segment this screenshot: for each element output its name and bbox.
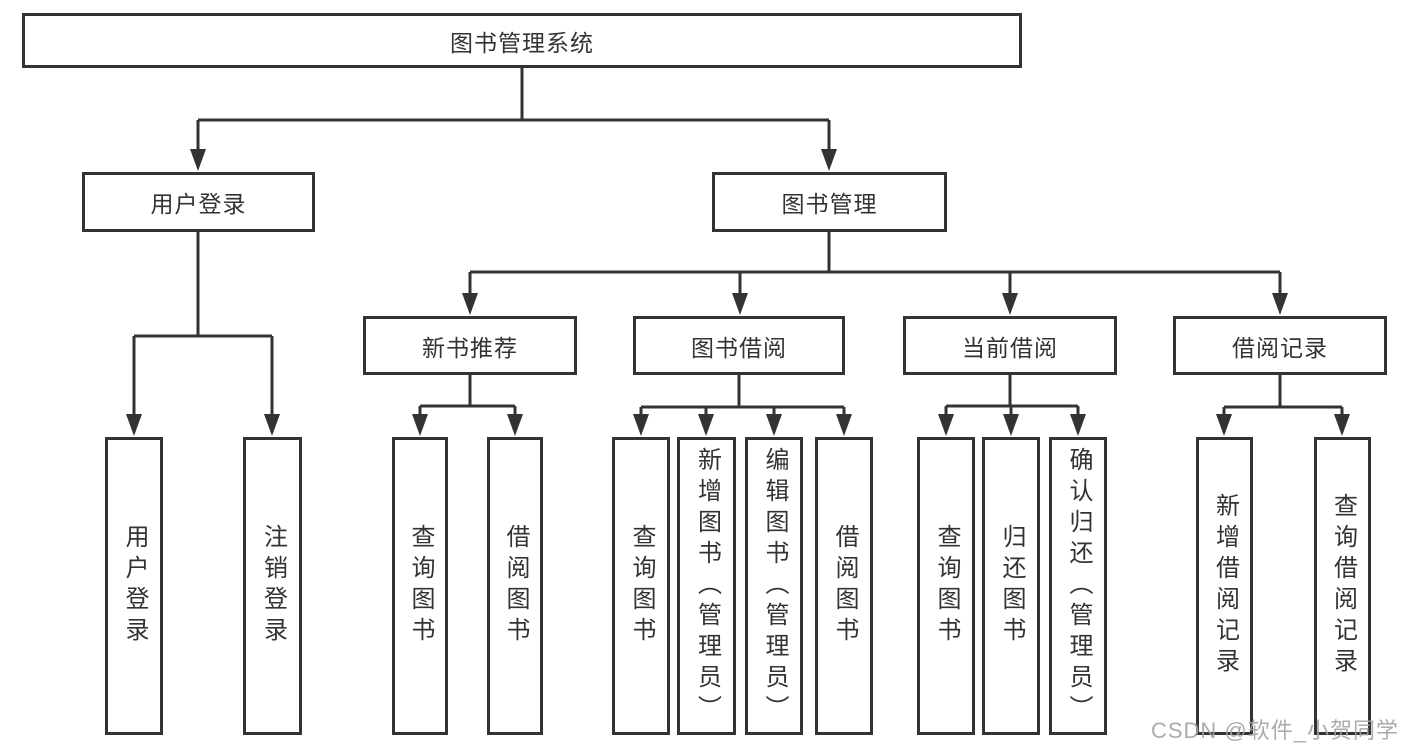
leaf-label: 借阅图书 <box>502 524 529 648</box>
leaf-label: 查询借阅记录 <box>1329 493 1357 679</box>
leaf-label: 新增借阅记录 <box>1211 493 1239 679</box>
leaf-label: 确认归还（管理员） <box>1065 446 1092 726</box>
node-library-management-system: 图书管理系统 <box>22 13 1022 68</box>
node-book-borrowing: 图书借阅 <box>633 316 845 375</box>
node-book-management-branch: 图书管理 <box>712 172 947 232</box>
node-current-borrowing: 当前借阅 <box>903 316 1117 375</box>
leaf-logout: 注销登录 <box>243 437 302 735</box>
leaf-label: 查询图书 <box>933 524 960 648</box>
leaf-query-books-borrowing: 查询图书 <box>612 437 670 735</box>
leaf-label: 查询图书 <box>407 524 434 648</box>
leaf-label: 归还图书 <box>998 524 1025 648</box>
leaf-add-borrow-record: 新增借阅记录 <box>1196 437 1253 735</box>
leaf-query-borrow-record: 查询借阅记录 <box>1314 437 1371 735</box>
leaf-confirm-return-admin: 确认归还（管理员） <box>1049 437 1107 735</box>
node-new-book-recommendation: 新书推荐 <box>363 316 577 375</box>
leaf-edit-books-admin: 编辑图书（管理员） <box>745 437 803 735</box>
leaf-label: 编辑图书（管理员） <box>761 446 788 726</box>
leaf-label: 注销登录 <box>259 524 287 648</box>
leaf-label: 新增图书（管理员） <box>693 446 721 726</box>
leaf-label: 借阅图书 <box>831 524 858 648</box>
leaf-query-books-recommend: 查询图书 <box>392 437 448 735</box>
leaf-add-books-admin: 新增图书（管理员） <box>677 437 736 735</box>
leaf-label: 用户登录 <box>121 524 148 648</box>
leaf-return-books: 归还图书 <box>982 437 1040 735</box>
leaf-borrow-books-recommend: 借阅图书 <box>487 437 543 735</box>
node-borrowing-records: 借阅记录 <box>1173 316 1387 375</box>
leaf-query-books-current: 查询图书 <box>917 437 975 735</box>
csdn-watermark: CSDN @软件_小贺同学 <box>1150 718 1399 743</box>
leaf-user-login: 用户登录 <box>105 437 163 735</box>
leaf-borrow-books: 借阅图书 <box>815 437 873 735</box>
leaf-label: 查询图书 <box>628 524 655 648</box>
node-user-login-branch: 用户登录 <box>82 172 315 232</box>
tree-edges <box>132 68 1344 418</box>
